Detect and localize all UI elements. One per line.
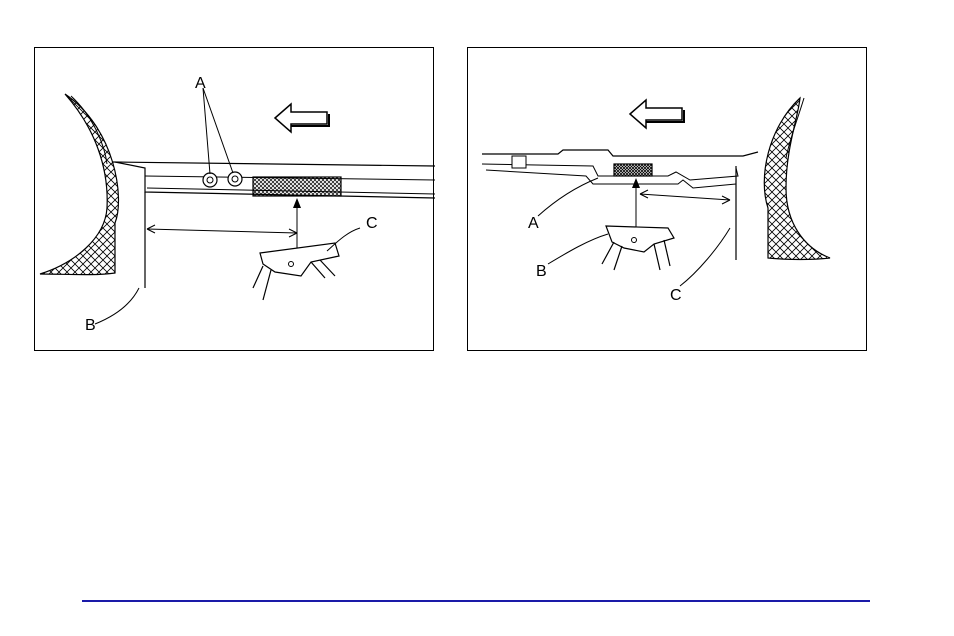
jack bbox=[253, 243, 339, 300]
front-jacking-illustration bbox=[35, 48, 435, 352]
callout-c: C bbox=[670, 288, 682, 304]
callout-c: C bbox=[366, 216, 378, 232]
callout-b: B bbox=[85, 318, 96, 334]
rear-jacking-illustration bbox=[468, 48, 868, 352]
front-direction-arrow-icon bbox=[630, 100, 684, 128]
front-direction-arrow-icon bbox=[275, 104, 329, 132]
jacking-point-pad bbox=[614, 164, 652, 176]
jacking-point-pad bbox=[253, 177, 341, 196]
tire bbox=[764, 98, 830, 260]
dimension-line bbox=[640, 190, 730, 204]
callout-a: A bbox=[195, 76, 206, 92]
front-jacking-figure: A B C bbox=[34, 47, 434, 351]
dimension-line bbox=[147, 225, 297, 237]
callout-a: A bbox=[528, 216, 539, 232]
jack bbox=[602, 226, 674, 270]
footer-rule bbox=[82, 600, 870, 602]
lift-arrow bbox=[632, 178, 640, 228]
callout-b: B bbox=[536, 264, 547, 280]
mounting-bolts bbox=[203, 172, 242, 187]
tire bbox=[40, 94, 118, 275]
rear-jacking-figure: A B C bbox=[467, 47, 867, 351]
